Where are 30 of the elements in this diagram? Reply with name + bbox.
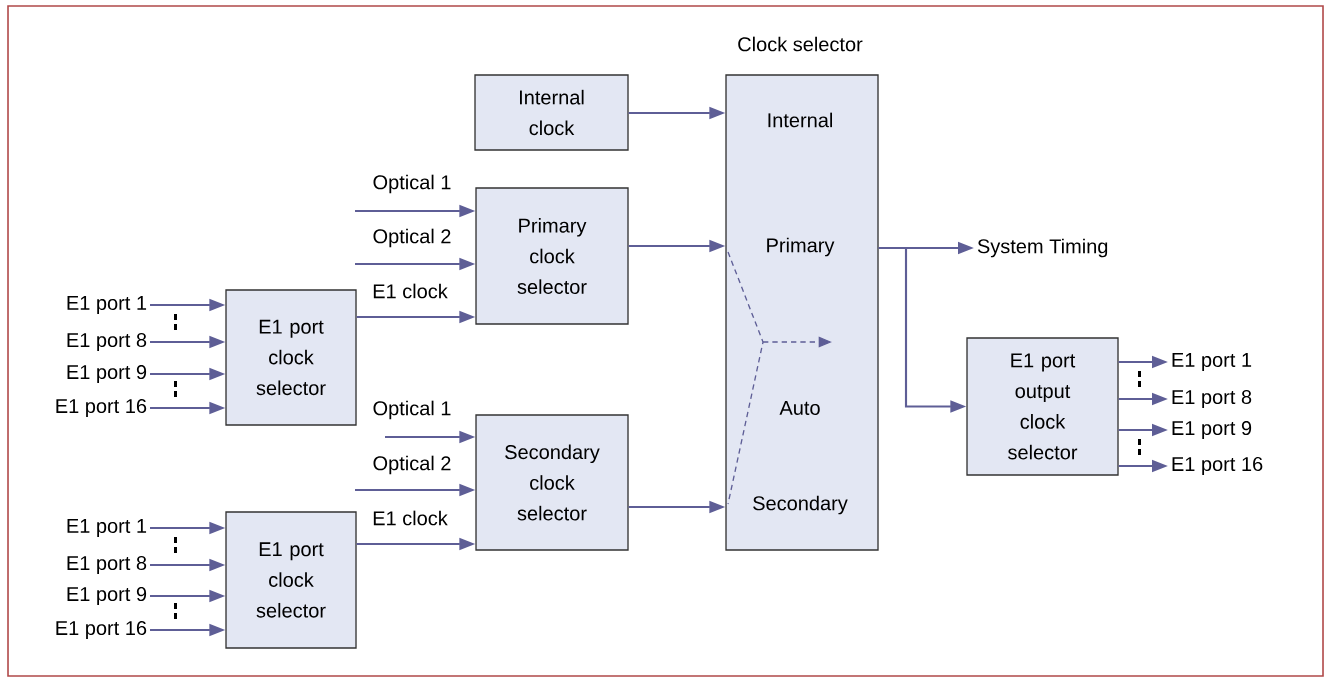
port-label: E1 port 9 [1172,420,1252,440]
port-label: System Timing [977,238,1108,258]
edge-label: Optical 1 [371,399,453,421]
entry-label: Auto [779,401,820,415]
port-label: E1 port 16 [1172,456,1263,476]
port-label: E1 port 16 [56,398,147,418]
box-heading: Clock selector [738,36,863,52]
port-label: E1 port 1 [1172,353,1252,371]
selector-box: E1 port output clock selector [966,337,1119,476]
port-label: E1 port 16 [56,620,147,640]
edge-label: Optical 2 [371,227,453,249]
entry-label: Primary [767,237,835,257]
selector-box: Secondary clock selector [475,414,629,551]
entry-label: Secondary [753,495,848,515]
port-label: E1 port 8 [67,555,147,575]
clock-box: Internal clock [474,74,629,151]
port-label: E1 port 8 [1172,389,1252,409]
port-label: E1 port 1 [67,296,147,314]
edge-label: E1 clock [370,509,450,527]
selector-box: Primary clock selector [475,187,629,325]
edge-label: E1 clock [370,282,450,300]
entry-label: Internal [768,112,832,128]
selector-box: E1 port clock selector [225,289,357,426]
port-label: E1 port 1 [67,519,147,537]
edge-label: Optical 2 [371,454,453,476]
port-label: E1 port 9 [67,364,147,384]
selector-box: E1 port clock selector [225,511,357,649]
port-label: E1 port 9 [67,586,147,606]
edge-label: Optical 1 [371,173,453,195]
port-label: E1 port 8 [67,332,147,352]
